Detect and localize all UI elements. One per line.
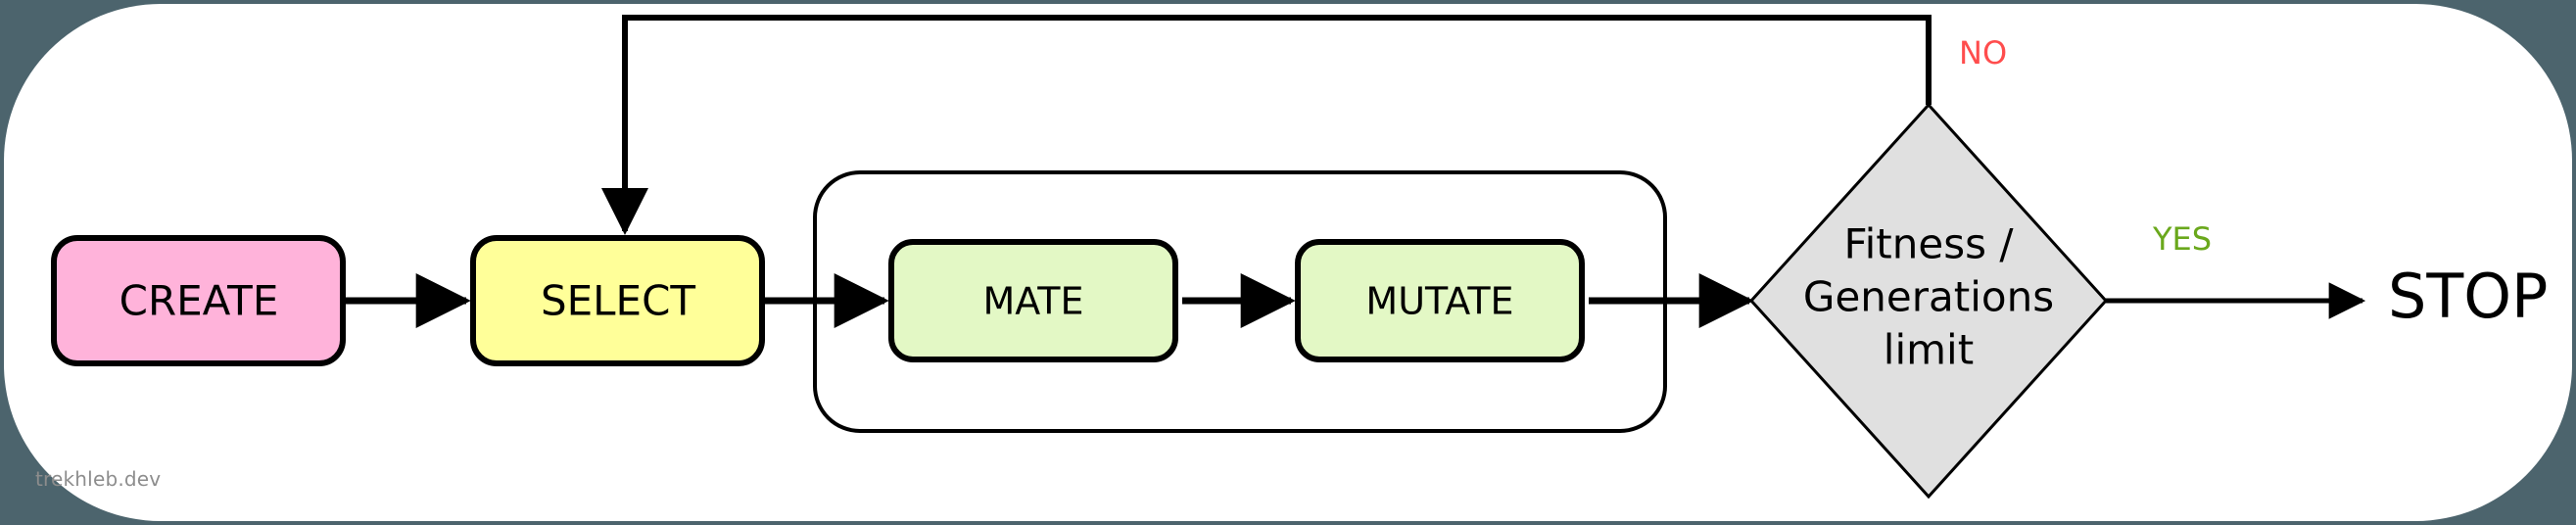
node-mate[interactable]: MATE	[888, 239, 1178, 362]
edge-label-no: NO	[1959, 34, 2007, 72]
node-decision-shape	[1748, 102, 2109, 500]
node-mutate[interactable]: MUTATE	[1295, 239, 1585, 362]
edge-label-yes: YES	[2152, 220, 2212, 258]
node-decision-label-line1: Fitness /	[1844, 220, 2015, 268]
node-decision[interactable]: Fitness / Generations limit	[1748, 102, 2109, 500]
node-mate-label: MATE	[982, 280, 1083, 323]
node-select-shape	[470, 235, 765, 366]
watermark: trekhleb.dev	[35, 467, 162, 491]
node-decision-label-line2: Generations	[1803, 273, 2054, 321]
node-mutate-label: MUTATE	[1365, 280, 1513, 323]
node-select-label: SELECT	[541, 277, 695, 325]
node-stop-label[interactable]: STOP	[2388, 261, 2548, 332]
node-create[interactable]: CREATE	[51, 235, 346, 366]
node-create-shape	[51, 235, 346, 366]
node-decision-label-line3: limit	[1884, 326, 1974, 374]
edge-decision-to-select-no	[601, 15, 1932, 235]
node-select[interactable]: SELECT	[470, 235, 765, 366]
node-mate-shape	[888, 239, 1178, 362]
node-create-label: CREATE	[119, 277, 279, 325]
node-mutate-shape	[1295, 239, 1585, 362]
